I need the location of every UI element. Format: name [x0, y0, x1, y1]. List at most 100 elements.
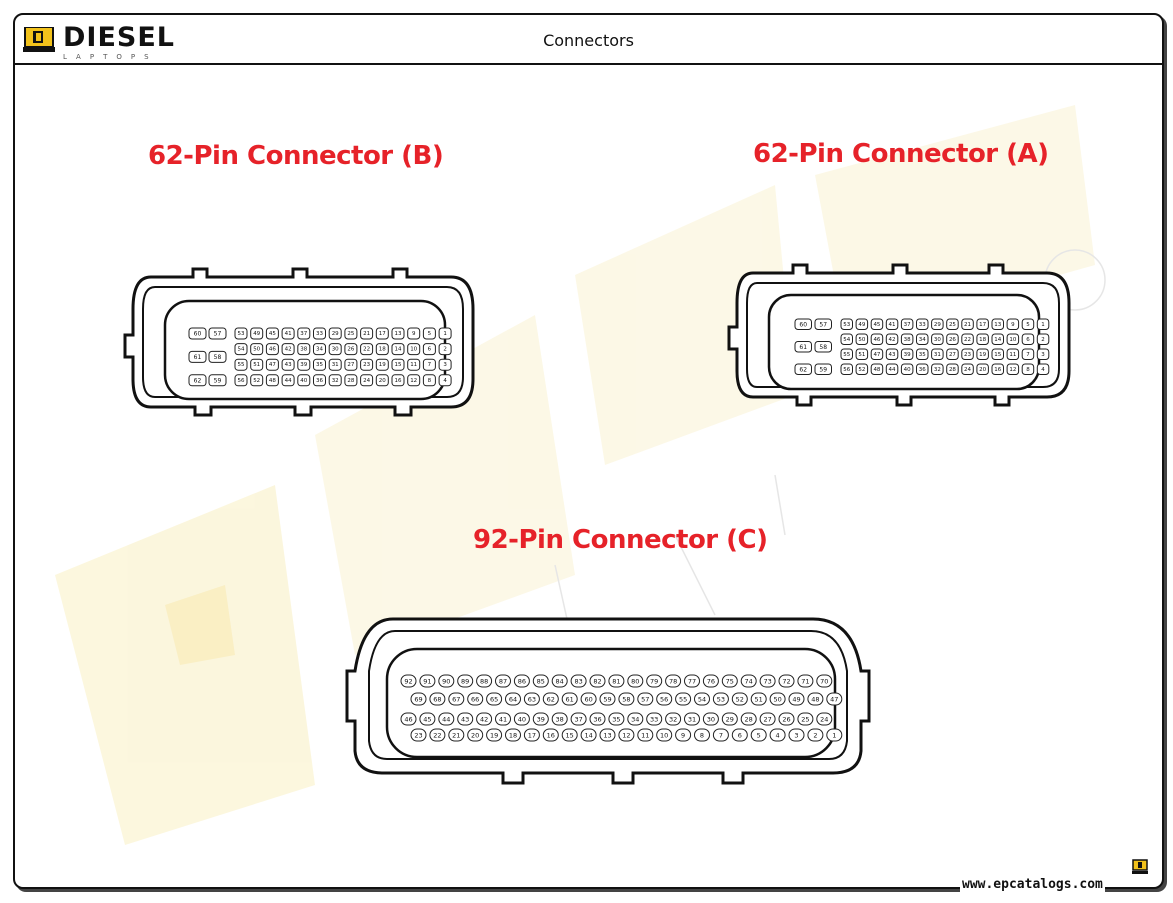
- svg-text:19: 19: [979, 352, 986, 358]
- pin-40: 40: [900, 363, 914, 375]
- pin-57: 57: [637, 692, 654, 706]
- svg-text:3: 3: [1041, 352, 1045, 358]
- pin-4: 4: [438, 374, 452, 387]
- svg-text:31: 31: [934, 352, 941, 358]
- svg-text:54: 54: [238, 347, 245, 353]
- svg-text:15: 15: [566, 732, 574, 740]
- svg-text:21: 21: [964, 322, 971, 328]
- pin-81: 81: [608, 674, 625, 688]
- pin-1: 1: [438, 327, 452, 340]
- pin-19: 19: [486, 728, 503, 742]
- pin-4: 4: [1036, 363, 1050, 375]
- pin-44: 44: [885, 363, 899, 375]
- svg-text:27: 27: [763, 716, 771, 724]
- svg-text:45: 45: [873, 322, 880, 328]
- svg-text:54: 54: [698, 696, 706, 704]
- logo-wordmark: DIESEL: [63, 22, 175, 53]
- pin-76: 76: [702, 674, 719, 688]
- pin-1: 1: [826, 728, 843, 742]
- pin-31: 31: [328, 358, 342, 371]
- pin-25: 25: [797, 712, 814, 726]
- pin-55: 55: [234, 358, 248, 371]
- svg-text:6: 6: [428, 347, 432, 353]
- pin-42: 42: [476, 712, 493, 726]
- svg-text:9: 9: [1011, 322, 1015, 328]
- svg-text:48: 48: [873, 367, 880, 373]
- pin-19: 19: [375, 358, 389, 371]
- svg-text:25: 25: [949, 322, 956, 328]
- svg-text:44: 44: [889, 367, 896, 373]
- svg-text:21: 21: [452, 732, 460, 740]
- svg-text:68: 68: [433, 696, 441, 704]
- pin-22: 22: [429, 728, 446, 742]
- svg-text:88: 88: [480, 678, 488, 686]
- pin-37: 37: [900, 318, 914, 330]
- pin-52: 52: [250, 374, 264, 387]
- pin-27: 27: [759, 712, 776, 726]
- pin-12: 12: [407, 374, 421, 387]
- pin-32: 32: [665, 712, 682, 726]
- svg-text:47: 47: [830, 696, 838, 704]
- svg-text:52: 52: [858, 367, 865, 373]
- svg-text:16: 16: [395, 378, 402, 384]
- svg-text:26: 26: [347, 347, 354, 353]
- connector-a-label: 62-Pin Connector (A): [753, 139, 1049, 169]
- svg-text:22: 22: [964, 337, 971, 343]
- pin-3: 3: [788, 728, 805, 742]
- pin-26: 26: [344, 343, 358, 356]
- pin-56: 56: [840, 363, 853, 375]
- svg-text:30: 30: [934, 337, 941, 343]
- svg-text:36: 36: [316, 378, 323, 384]
- svg-text:53: 53: [843, 322, 850, 328]
- svg-text:55: 55: [679, 696, 687, 704]
- pin-52: 52: [855, 363, 869, 375]
- svg-text:25: 25: [347, 331, 354, 337]
- svg-text:34: 34: [919, 337, 926, 343]
- svg-text:18: 18: [509, 732, 517, 740]
- svg-text:46: 46: [269, 347, 276, 353]
- pin-54: 54: [234, 343, 248, 356]
- svg-text:29: 29: [934, 322, 941, 328]
- pin-88: 88: [476, 674, 493, 688]
- svg-text:7: 7: [719, 732, 723, 740]
- pin-18: 18: [976, 333, 989, 345]
- pin-36: 36: [589, 712, 606, 726]
- pin-71: 71: [797, 674, 814, 688]
- svg-text:10: 10: [660, 732, 668, 740]
- svg-text:42: 42: [285, 347, 292, 353]
- svg-text:15: 15: [994, 352, 1001, 358]
- pin-16: 16: [991, 363, 1004, 375]
- footer-url[interactable]: www.epcatalogs.com: [960, 877, 1105, 892]
- svg-text:19: 19: [379, 362, 386, 368]
- pin-59: 59: [814, 363, 832, 375]
- svg-text:57: 57: [214, 331, 222, 338]
- pin-18: 18: [375, 343, 389, 356]
- svg-text:52: 52: [253, 378, 260, 384]
- svg-text:74: 74: [745, 678, 753, 686]
- svg-text:15: 15: [395, 362, 402, 368]
- pin-46: 46: [400, 712, 417, 726]
- svg-text:62: 62: [194, 377, 202, 384]
- svg-text:26: 26: [782, 716, 790, 724]
- pin-25: 25: [344, 327, 358, 340]
- pin-51: 51: [855, 348, 869, 360]
- pin-69: 69: [410, 692, 427, 706]
- pin-53: 53: [234, 327, 248, 340]
- svg-text:39: 39: [537, 716, 545, 724]
- pin-13: 13: [391, 327, 405, 340]
- svg-text:31: 31: [332, 362, 339, 368]
- pin-39: 39: [297, 358, 311, 371]
- svg-text:67: 67: [452, 696, 460, 704]
- svg-text:48: 48: [269, 378, 276, 384]
- svg-text:23: 23: [414, 732, 422, 740]
- pin-82: 82: [589, 674, 606, 688]
- pin-33: 33: [646, 712, 663, 726]
- svg-text:8: 8: [428, 378, 432, 384]
- svg-text:35: 35: [612, 716, 620, 724]
- svg-text:14: 14: [395, 347, 402, 353]
- svg-text:50: 50: [773, 696, 781, 704]
- svg-text:49: 49: [253, 331, 260, 337]
- pin-30: 30: [931, 333, 944, 345]
